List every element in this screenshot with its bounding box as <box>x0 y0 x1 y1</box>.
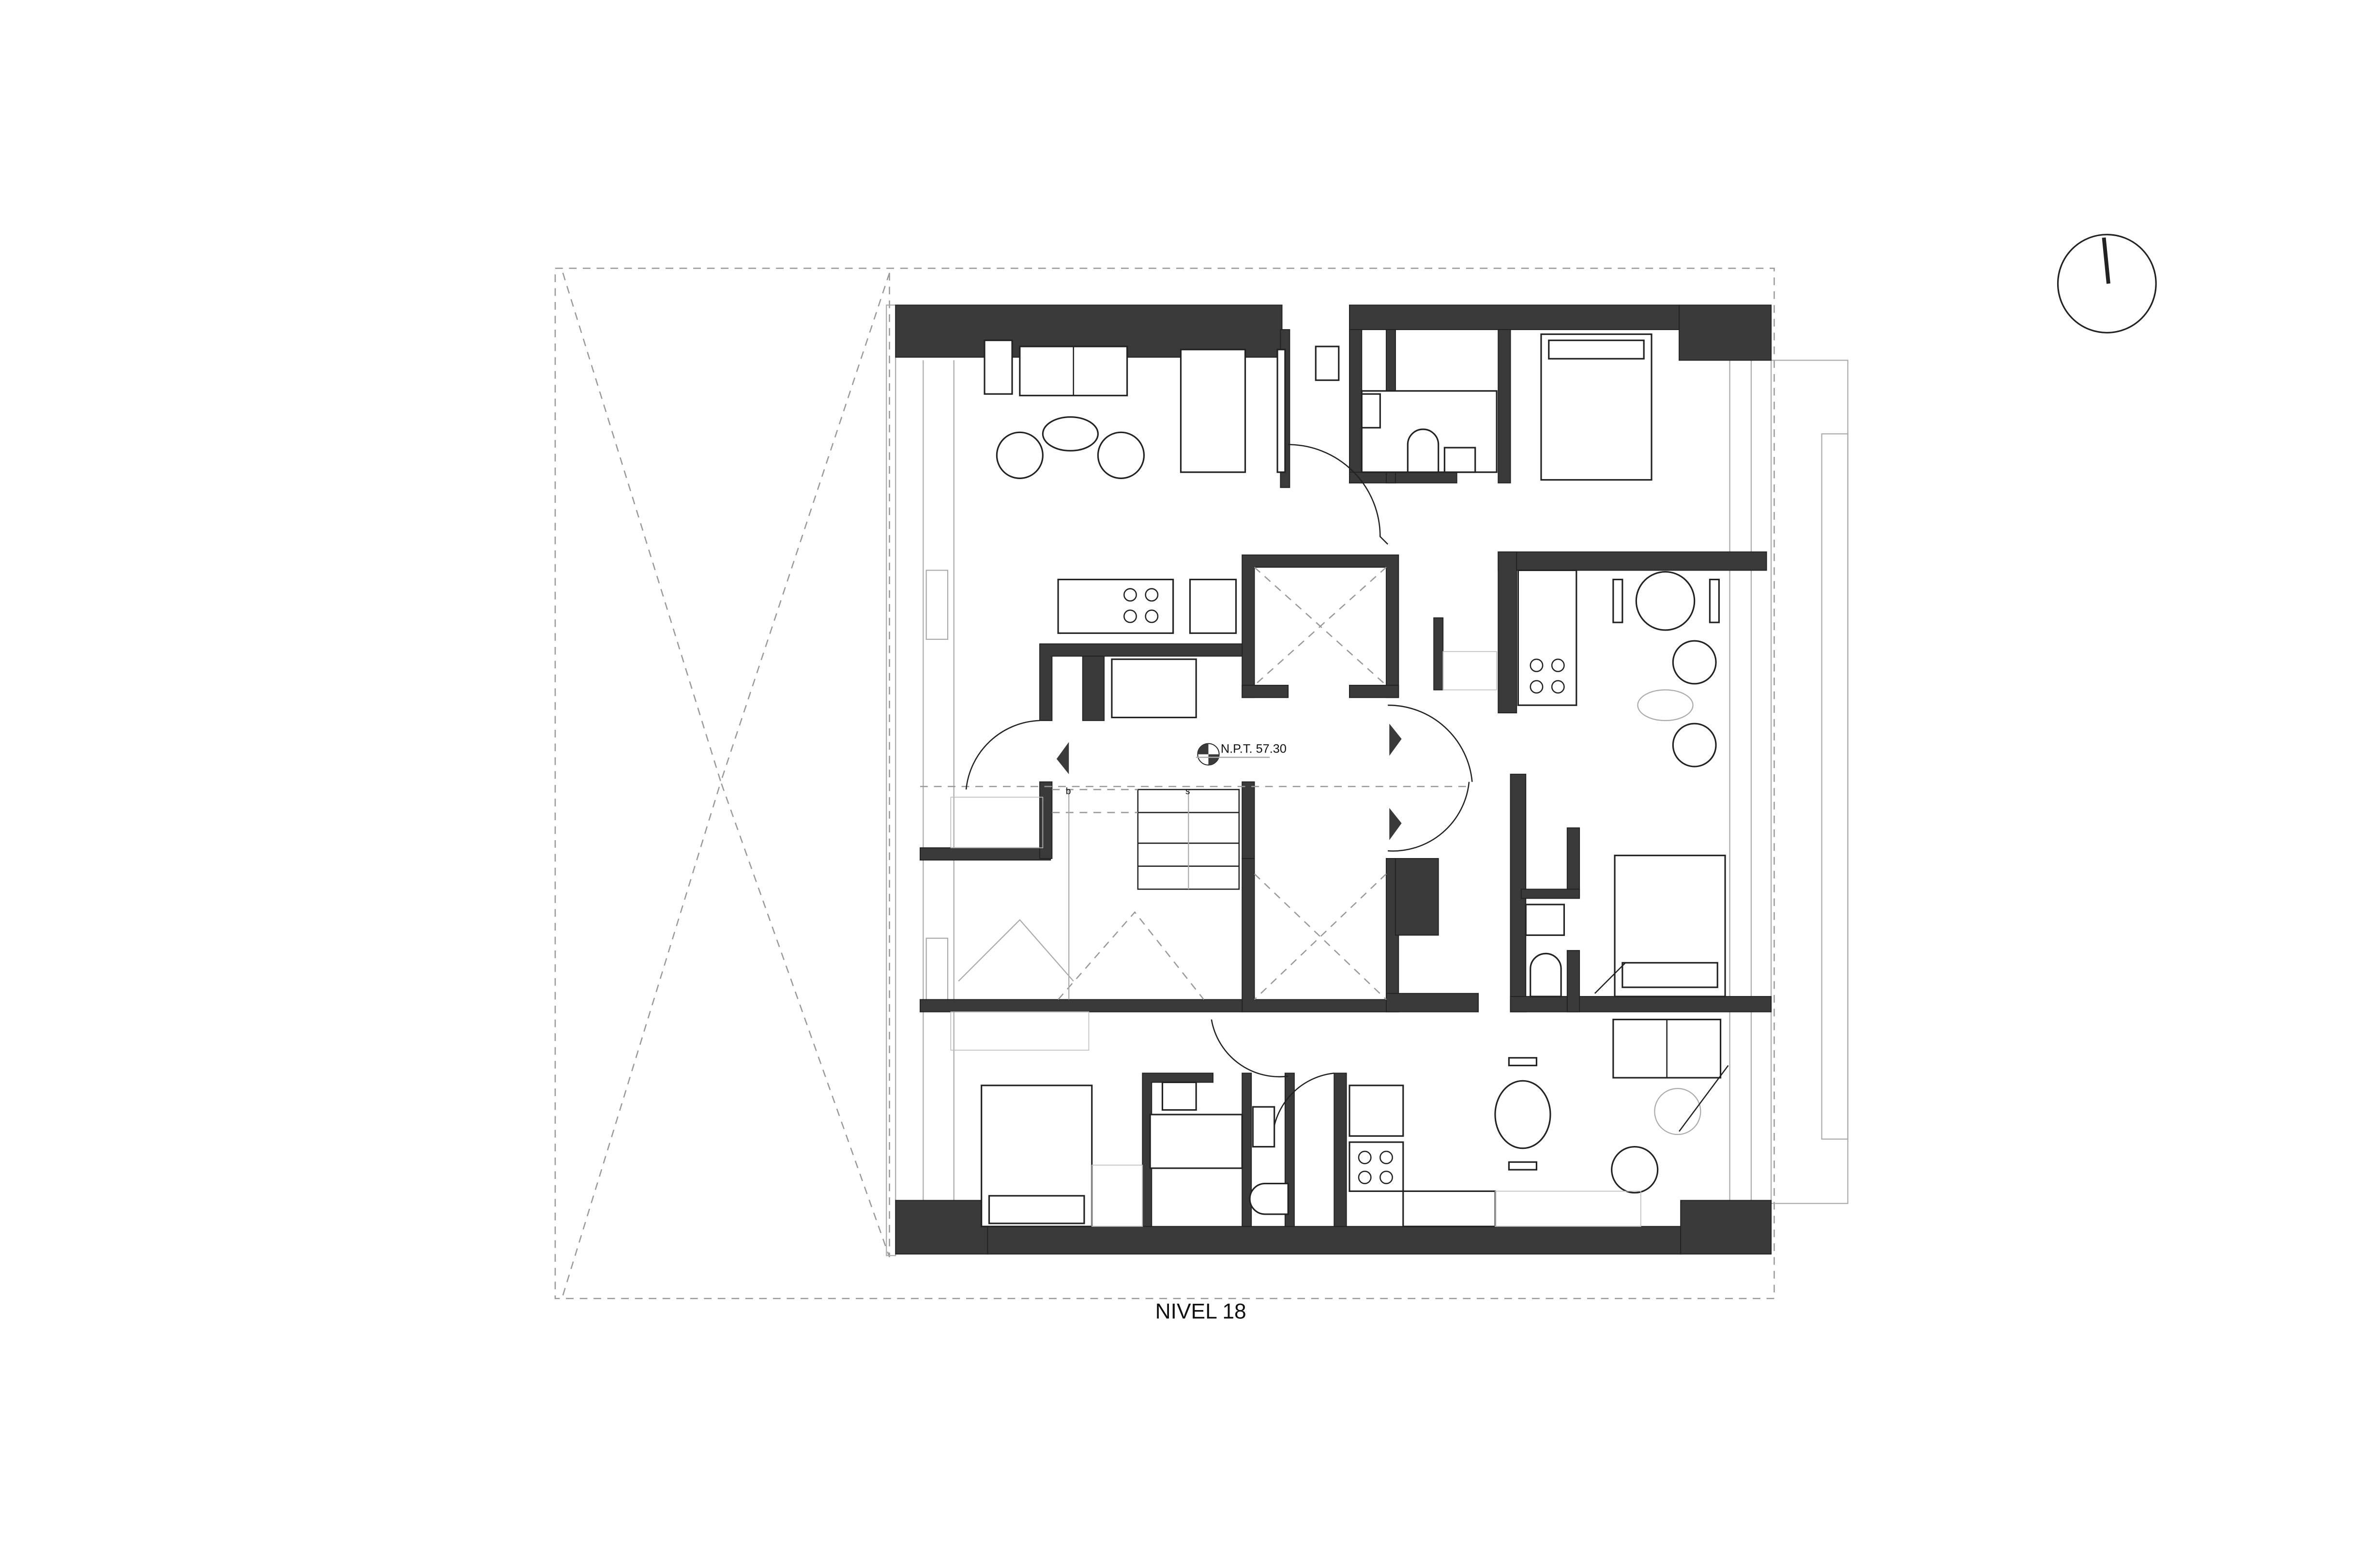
section-arrow-icon <box>1389 808 1402 840</box>
section-arrow-icon <box>1056 742 1069 774</box>
drawing-title: NIVEL 18 <box>1155 1299 1246 1323</box>
stair-up-label: s <box>1185 786 1190 797</box>
level-marker: N.P.T. 57.30 b s <box>1066 742 1287 797</box>
elevator-shafts <box>1254 567 1387 1000</box>
section-arrow-icon <box>1389 724 1402 756</box>
stair-down-label: b <box>1066 786 1071 797</box>
corridor <box>920 444 1473 1135</box>
furniture <box>981 333 1729 1227</box>
stairs <box>950 789 1240 1051</box>
north-arrow-icon <box>2057 234 2157 334</box>
site-outline <box>554 268 1775 1299</box>
level-marker-label: N.P.T. 57.30 <box>1221 742 1287 755</box>
north-arrow <box>2057 234 2157 334</box>
facade-lines <box>886 304 1849 1256</box>
